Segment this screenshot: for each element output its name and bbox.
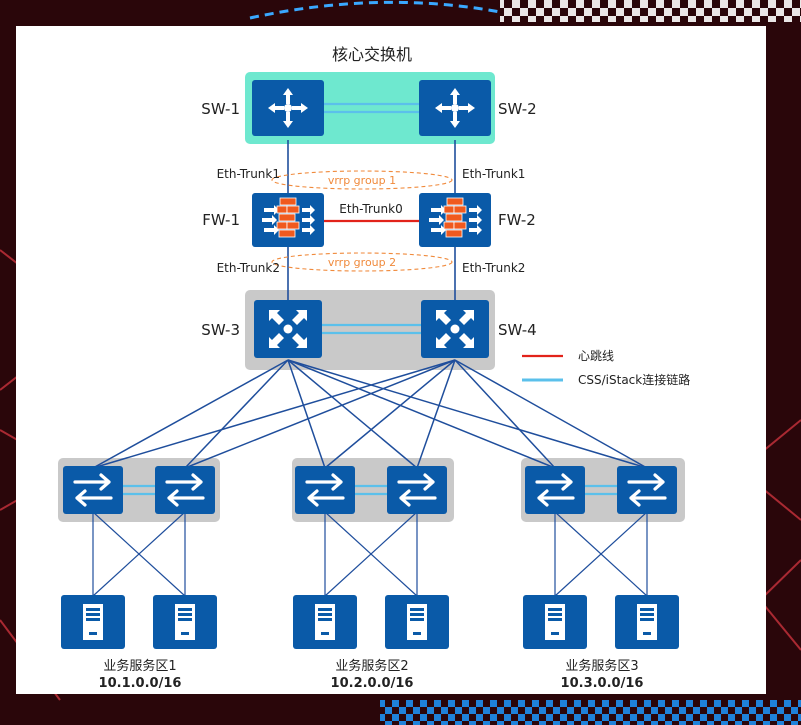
trunk-links bbox=[287, 140, 456, 300]
eth-trunk0-label: Eth-Trunk0 bbox=[339, 202, 402, 216]
server-icon bbox=[315, 604, 335, 640]
server bbox=[615, 595, 679, 649]
sw-1-device bbox=[252, 80, 324, 136]
sw-4-device bbox=[421, 300, 489, 358]
eth-trunk2-right-label: Eth-Trunk2 bbox=[462, 261, 525, 275]
server-icon bbox=[637, 604, 657, 640]
server bbox=[293, 595, 357, 649]
access-switch bbox=[387, 466, 447, 514]
aggregation-access-links bbox=[92, 359, 648, 469]
legend: 心跳线 CSS/iStack连接链路 bbox=[522, 349, 690, 387]
zone-3-name: 业务服务区3 bbox=[565, 658, 638, 674]
css-stack-links bbox=[120, 102, 620, 496]
server-icon bbox=[407, 604, 427, 640]
sw-3-device bbox=[254, 300, 322, 358]
legend-css-label: CSS/iStack连接链路 bbox=[578, 372, 690, 387]
zone-1-name: 业务服务区1 bbox=[103, 658, 176, 674]
vrrp-group-2-label: vrrp group 2 bbox=[328, 256, 396, 269]
eth-trunk1-right-label: Eth-Trunk1 bbox=[462, 167, 525, 181]
access-switch bbox=[155, 466, 215, 514]
zone-3-subnet: 10.3.0.0/16 bbox=[561, 676, 644, 691]
server-icon bbox=[545, 604, 565, 640]
fw-1-device bbox=[252, 193, 324, 247]
server-icon bbox=[83, 604, 103, 640]
access-switch bbox=[617, 466, 677, 514]
zone-2-name: 业务服务区2 bbox=[335, 658, 408, 674]
server-icon bbox=[175, 604, 195, 640]
diagram-title: 核心交换机 bbox=[332, 45, 412, 64]
sw-2-device bbox=[419, 80, 491, 136]
fw-1-label: FW-1 bbox=[202, 211, 240, 229]
access-server-links bbox=[92, 511, 648, 597]
server bbox=[523, 595, 587, 649]
access-switch bbox=[63, 466, 123, 514]
zone-1-subnet: 10.1.0.0/16 bbox=[99, 676, 182, 691]
vrrp-group-2-ellipse bbox=[271, 252, 453, 272]
sw-2-label: SW-2 bbox=[498, 100, 537, 118]
vrrp-group-1-ellipse bbox=[271, 170, 453, 190]
eth-trunk1-left-label: Eth-Trunk1 bbox=[217, 167, 280, 181]
fw-2-device bbox=[419, 193, 491, 247]
fw-2-label: FW-2 bbox=[498, 211, 536, 229]
legend-heartbeat-label: 心跳线 bbox=[578, 349, 614, 363]
server bbox=[61, 595, 125, 649]
sw-3-label: SW-3 bbox=[201, 321, 240, 339]
zone-2-subnet: 10.2.0.0/16 bbox=[331, 676, 414, 691]
sw-1-label: SW-1 bbox=[201, 100, 240, 118]
vrrp-group-1-label: vrrp group 1 bbox=[328, 174, 396, 187]
eth-trunk2-left-label: Eth-Trunk2 bbox=[217, 261, 280, 275]
access-switch bbox=[295, 466, 355, 514]
sw-4-label: SW-4 bbox=[498, 321, 537, 339]
server bbox=[153, 595, 217, 649]
server bbox=[385, 595, 449, 649]
access-switch bbox=[525, 466, 585, 514]
